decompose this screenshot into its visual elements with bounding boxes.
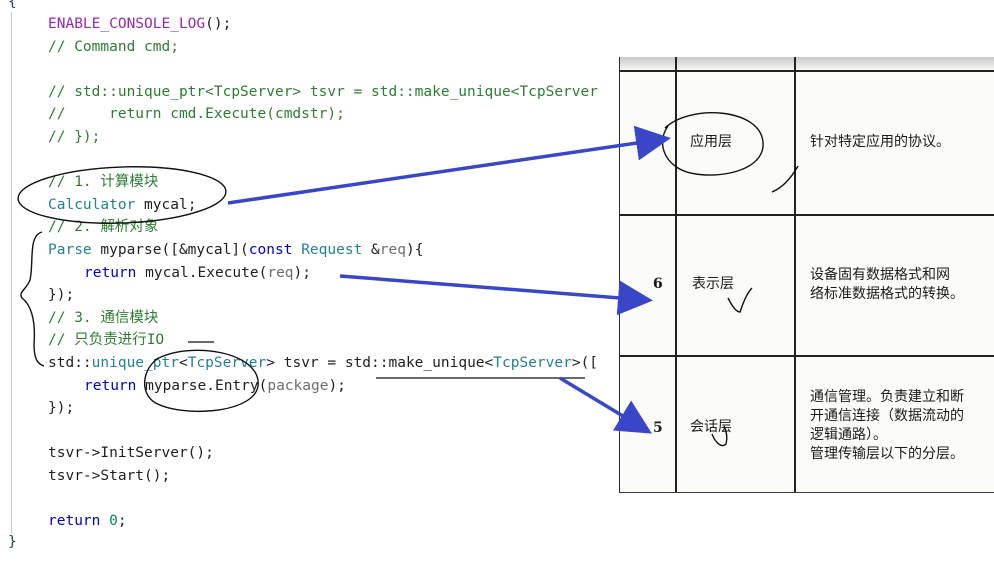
layer-name: 应用层 — [690, 134, 732, 150]
code-token: unique_ptr — [91, 354, 179, 371]
code-line[interactable]: }); — [48, 397, 598, 420]
code-line[interactable] — [48, 58, 598, 81]
table-rule — [620, 70, 994, 72]
code-token: req — [379, 241, 406, 258]
code-token: > tsvr = std::make_unique< — [266, 354, 494, 371]
code-token: ); — [328, 377, 346, 394]
code-line[interactable]: tsvr->Start(); — [48, 465, 598, 488]
code-line[interactable]: // Command cmd; — [48, 36, 598, 59]
code-token: myparse([&mycal]( — [91, 241, 249, 258]
code-token: // 只负责进行IO — [48, 332, 165, 349]
code-token: & — [362, 241, 380, 258]
code-text[interactable]: ENABLE_CONSOLE_LOG(); // Command cmd; // … — [48, 13, 598, 533]
code-token: return — [84, 264, 137, 281]
code-line[interactable]: std::unique_ptr<TcpServer> tsvr = std::m… — [48, 352, 598, 375]
code-token: const — [248, 241, 293, 258]
code-token: mycal; — [135, 196, 197, 213]
code-token: std:: — [48, 354, 92, 371]
code-line[interactable]: // 1. 计算模块 — [48, 171, 598, 194]
code-line[interactable]: // 2. 解析对象 — [48, 216, 598, 239]
layer-number: 6 — [653, 276, 663, 292]
code-token: }); — [48, 400, 75, 417]
code-token: // }); — [48, 128, 101, 145]
layer-desc: 针对特定应用的协议。 — [810, 134, 950, 150]
code-token: >([ — [571, 354, 599, 371]
code-token: Parse — [48, 241, 92, 258]
osi-table-image: 应用层 针对特定应用的协议。 6 表示层 设备固有数据格式和网 络标准数据格式的… — [619, 57, 994, 493]
code-line[interactable]: // return cmd.Execute(cmdstr); — [48, 103, 598, 126]
code-token: }); — [48, 287, 75, 304]
code-line[interactable]: }); — [48, 284, 598, 307]
code-token: return — [84, 377, 137, 394]
code-line[interactable]: return myparse.Entry(package); — [48, 375, 598, 398]
code-line[interactable]: Calculator mycal; — [48, 194, 598, 217]
code-line[interactable]: ENABLE_CONSOLE_LOG(); — [48, 13, 598, 36]
code-line[interactable] — [48, 487, 598, 510]
code-token: myparse.Entry( — [136, 377, 268, 394]
table-header-strip — [620, 57, 994, 69]
code-token: return — [48, 513, 101, 530]
code-token: // Command cmd; — [48, 38, 179, 55]
code-line[interactable] — [48, 420, 598, 443]
code-line[interactable]: return mycal.Execute(req); — [48, 262, 598, 285]
code-token: ); — [293, 264, 312, 281]
code-token: tsvr->Start(); — [48, 467, 171, 484]
close-brace: } — [8, 534, 17, 550]
code-token: ){ — [405, 241, 424, 258]
code-token: // 2. 解析对象 — [48, 219, 159, 236]
open-brace: { — [8, 0, 17, 10]
code-token: Calculator — [48, 196, 136, 213]
code-token: // return cmd.Execute(cmdstr); — [48, 106, 345, 123]
code-line[interactable]: return 0; — [48, 510, 598, 533]
code-token: // 3. 通信模块 — [48, 309, 159, 326]
code-line[interactable] — [48, 149, 598, 172]
table-rule — [620, 214, 994, 216]
table-column-rule — [675, 57, 677, 492]
code-token: req — [267, 264, 294, 281]
code-line[interactable]: Parse myparse([&mycal](const Request &re… — [48, 239, 598, 262]
code-line[interactable]: // 只负责进行IO — [48, 329, 598, 352]
fold-guide — [11, 12, 12, 534]
code-token: package — [267, 377, 329, 394]
code-token: TcpServer — [493, 354, 572, 371]
layer-name: 会话层 — [690, 419, 732, 435]
layer-name: 表示层 — [692, 276, 734, 292]
code-token: // std::unique_ptr<TcpServer> tsvr = std… — [48, 83, 598, 100]
layer-desc: 设备固有数据格式和网 络标准数据格式的转换。 — [810, 267, 964, 302]
code-line[interactable]: tsvr->InitServer(); — [48, 442, 598, 465]
table-rule — [620, 355, 994, 357]
code-line[interactable]: // 3. 通信模块 — [48, 307, 598, 330]
code-token: // 1. 计算模块 — [48, 174, 159, 191]
code-token: < — [178, 354, 188, 371]
layer-desc: 通信管理。负责建立和断 开通信连接（数据流动的 逻辑通路）。 管理传输层以下的分… — [810, 389, 964, 462]
code-token: mycal.Execute( — [136, 264, 268, 281]
code-token: ENABLE_CONSOLE_LOG — [48, 16, 206, 32]
code-token: (); — [205, 16, 232, 32]
code-token: ; — [117, 513, 127, 530]
code-token: 0 — [109, 513, 118, 530]
code-token: TcpServer — [187, 354, 267, 371]
table-column-rule — [794, 57, 796, 492]
layer-number: 5 — [653, 420, 663, 436]
code-token — [292, 242, 301, 258]
code-line[interactable]: // }); — [48, 126, 598, 149]
code-token — [100, 513, 109, 529]
code-line[interactable]: // std::unique_ptr<TcpServer> tsvr = std… — [48, 81, 598, 104]
code-token: tsvr->InitServer(); — [48, 445, 214, 462]
code-token: Request — [301, 241, 363, 258]
